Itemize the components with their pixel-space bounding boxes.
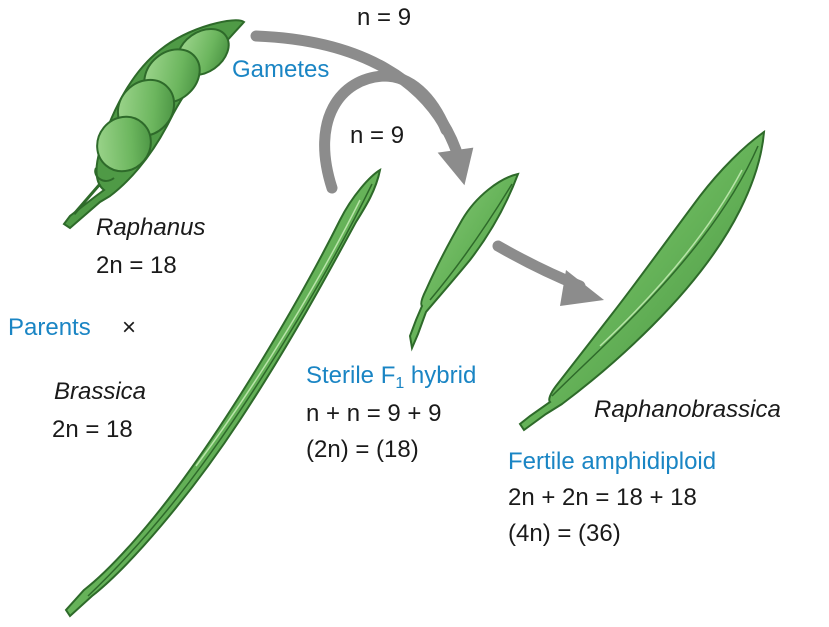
brassica-ploidy: 2n = 18 xyxy=(52,416,133,443)
f1-hybrid-ploidy: (2n) = (18) xyxy=(306,436,419,463)
f1-hybrid-title: Sterile F1 hybrid xyxy=(306,362,477,392)
raphanus-ploidy: 2n = 18 xyxy=(96,252,177,279)
raphanobrassica-pod xyxy=(518,129,766,432)
gamete-arrow-brassica xyxy=(319,70,452,194)
raphanobrassica-status: Fertile amphidiploid xyxy=(508,448,717,475)
raphanobrassica-name: Raphanobrassica xyxy=(594,396,781,423)
doubling-arrow xyxy=(492,240,604,306)
brassica-name: Brassica xyxy=(54,378,147,405)
raphanus-pod xyxy=(62,19,246,230)
raphanobrassica-ploidy: (4n) = (36) xyxy=(508,520,621,547)
gametes-label: Gametes xyxy=(232,56,330,83)
f1-hybrid-sum: n + n = 9 + 9 xyxy=(306,400,442,427)
f1-hybrid-pod xyxy=(408,172,520,352)
parents-label: Parents xyxy=(8,314,91,341)
gamete-brassica-n-label: n = 9 xyxy=(350,122,405,149)
cross-symbol: × xyxy=(122,314,137,341)
raphanus-name: Raphanus xyxy=(96,214,206,241)
raphanobrassica-sum: 2n + 2n = 18 + 18 xyxy=(508,484,697,511)
brassica-pod xyxy=(64,167,382,618)
gamete-raphanus-n-label: n = 9 xyxy=(357,4,412,31)
